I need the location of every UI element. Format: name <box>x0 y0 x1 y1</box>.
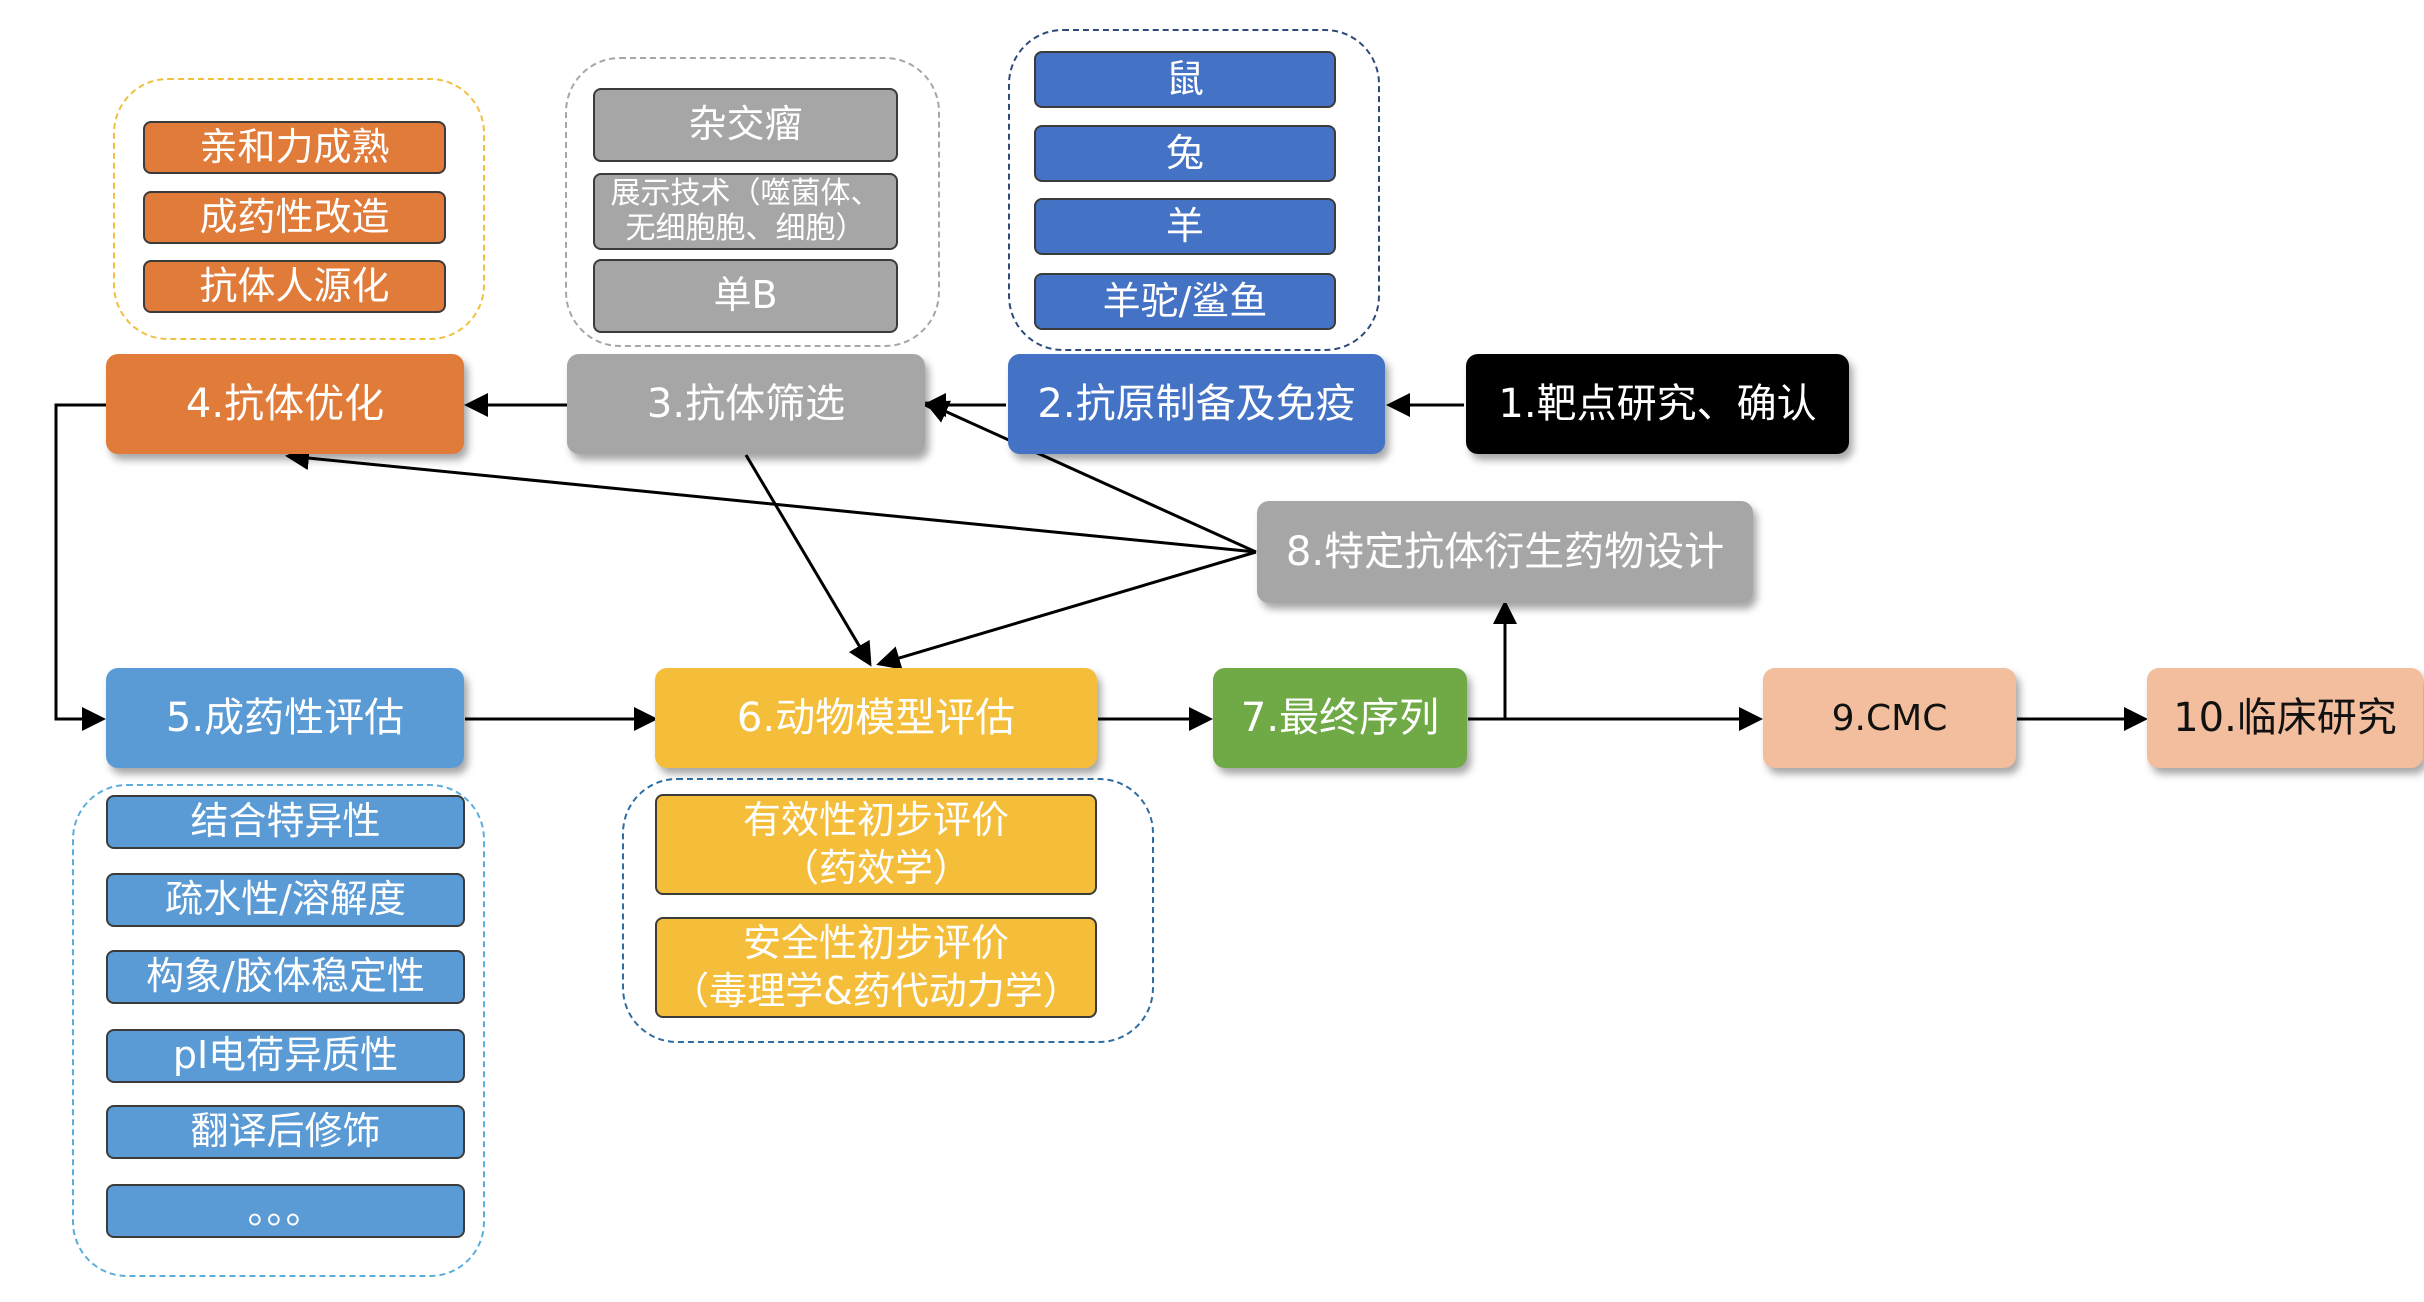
step-4-label: 4.抗体优化 <box>185 381 385 427</box>
arrow-8-to-4 <box>285 446 1257 554</box>
step-1-label: 1.靶点研究、确认 <box>1498 381 1817 427</box>
method-label: 抗体人源化 <box>199 263 390 308</box>
optimization-methods-group <box>113 78 485 340</box>
druggability-label: 翻译后修饰 <box>190 1109 381 1154</box>
step-9-label: 9.CMC <box>1831 697 1948 739</box>
host-label: 羊驼/鲨鱼 <box>1102 278 1268 323</box>
screening-display-technology: 展示技术（噬菌体、 无细胞胞、细胞） <box>593 173 898 250</box>
host-mouse: 鼠 <box>1034 51 1336 108</box>
druggability-label: 构象/胶体稳定性 <box>146 954 425 999</box>
step-10-label: 10.临床研究 <box>2173 695 2397 741</box>
host-alpaca-shark: 羊驼/鲨鱼 <box>1034 273 1336 330</box>
arrow-8-to-6 <box>876 550 1257 670</box>
step-10-clinical-research[interactable]: 10.临床研究 <box>2147 668 2423 768</box>
screening-single-b: 单B <box>593 259 898 333</box>
step-2-antigen-immunization[interactable]: 2.抗原制备及免疫 <box>1008 354 1385 454</box>
step-5-druggability-assessment[interactable]: 5.成药性评估 <box>106 668 464 768</box>
immunization-hosts-group <box>1008 29 1380 351</box>
step-7-final-sequence[interactable]: 7.最终序列 <box>1213 668 1467 768</box>
druggability-stability: 构象/胶体稳定性 <box>106 950 465 1004</box>
druggability-label: 。。。 <box>247 1188 324 1233</box>
host-sheep: 羊 <box>1034 198 1336 255</box>
host-rabbit: 兔 <box>1034 125 1336 182</box>
animal-item-line2: （药效学） <box>780 845 971 890</box>
screening-label-line1: 展示技术（噬菌体、 <box>610 176 881 211</box>
arrow-3-to-6 <box>744 454 872 667</box>
animal-item-line2: （毒理学&药代动力学） <box>671 968 1081 1013</box>
step-1-target-research[interactable]: 1.靶点研究、确认 <box>1466 354 1849 454</box>
step-8-label: 8.特定抗体衍生药物设计 <box>1285 529 1725 575</box>
druggability-label: 疏水性/溶解度 <box>165 877 406 922</box>
screening-label-line2: 无细胞胞、细胞） <box>625 210 866 246</box>
step-6-animal-model-evaluation[interactable]: 6.动物模型评估 <box>655 668 1097 768</box>
druggability-ptm: 翻译后修饰 <box>106 1105 465 1159</box>
druggability-binding-specificity: 结合特异性 <box>106 795 465 849</box>
step-4-antibody-optimization[interactable]: 4.抗体优化 <box>106 354 464 454</box>
screening-methods-group <box>565 57 940 347</box>
druggability-charge-heterogeneity: pI电荷异质性 <box>106 1029 465 1083</box>
druggability-more: 。。。 <box>106 1184 465 1238</box>
screening-label: 杂交瘤 <box>688 102 803 147</box>
method-label: 成药性改造 <box>199 194 390 239</box>
host-label: 兔 <box>1165 130 1204 175</box>
host-label: 羊 <box>1165 203 1204 248</box>
step-8-derivative-drug-design[interactable]: 8.特定抗体衍生药物设计 <box>1257 501 1753 603</box>
step-3-label: 3.抗体筛选 <box>646 381 846 427</box>
animal-item-line1: 有效性初步评价 <box>742 798 1009 842</box>
arrow-8-to-3 <box>924 400 1257 554</box>
druggability-label: pI电荷异质性 <box>172 1033 399 1078</box>
step-5-label: 5.成药性评估 <box>165 695 405 741</box>
step-3-antibody-screening[interactable]: 3.抗体筛选 <box>567 354 925 454</box>
arrow-4-to-5 <box>54 403 106 731</box>
druggability-label: 结合特异性 <box>190 799 381 844</box>
animal-item-line1: 安全性初步评价 <box>742 921 1009 965</box>
druggability-hydrophobicity: 疏水性/溶解度 <box>106 873 465 927</box>
druggability-items-group <box>72 784 485 1277</box>
method-label: 亲和力成熟 <box>199 124 390 169</box>
method-humanization: 抗体人源化 <box>143 260 446 313</box>
method-affinity-maturation: 亲和力成熟 <box>143 121 446 174</box>
step-6-label: 6.动物模型评估 <box>736 695 1016 741</box>
step-9-cmc[interactable]: 9.CMC <box>1763 668 2016 768</box>
step-2-label: 2.抗原制备及免疫 <box>1037 381 1356 427</box>
screening-label: 单B <box>713 273 778 318</box>
animal-safety-evaluation: 安全性初步评价 （毒理学&药代动力学） <box>655 917 1097 1018</box>
step-7-label: 7.最终序列 <box>1240 695 1440 741</box>
screening-hybridoma: 杂交瘤 <box>593 88 898 162</box>
host-label: 鼠 <box>1165 56 1204 101</box>
animal-efficacy-evaluation: 有效性初步评价 （药效学） <box>655 794 1097 895</box>
animal-model-items-group <box>622 778 1154 1043</box>
method-druggability-modification: 成药性改造 <box>143 191 446 244</box>
